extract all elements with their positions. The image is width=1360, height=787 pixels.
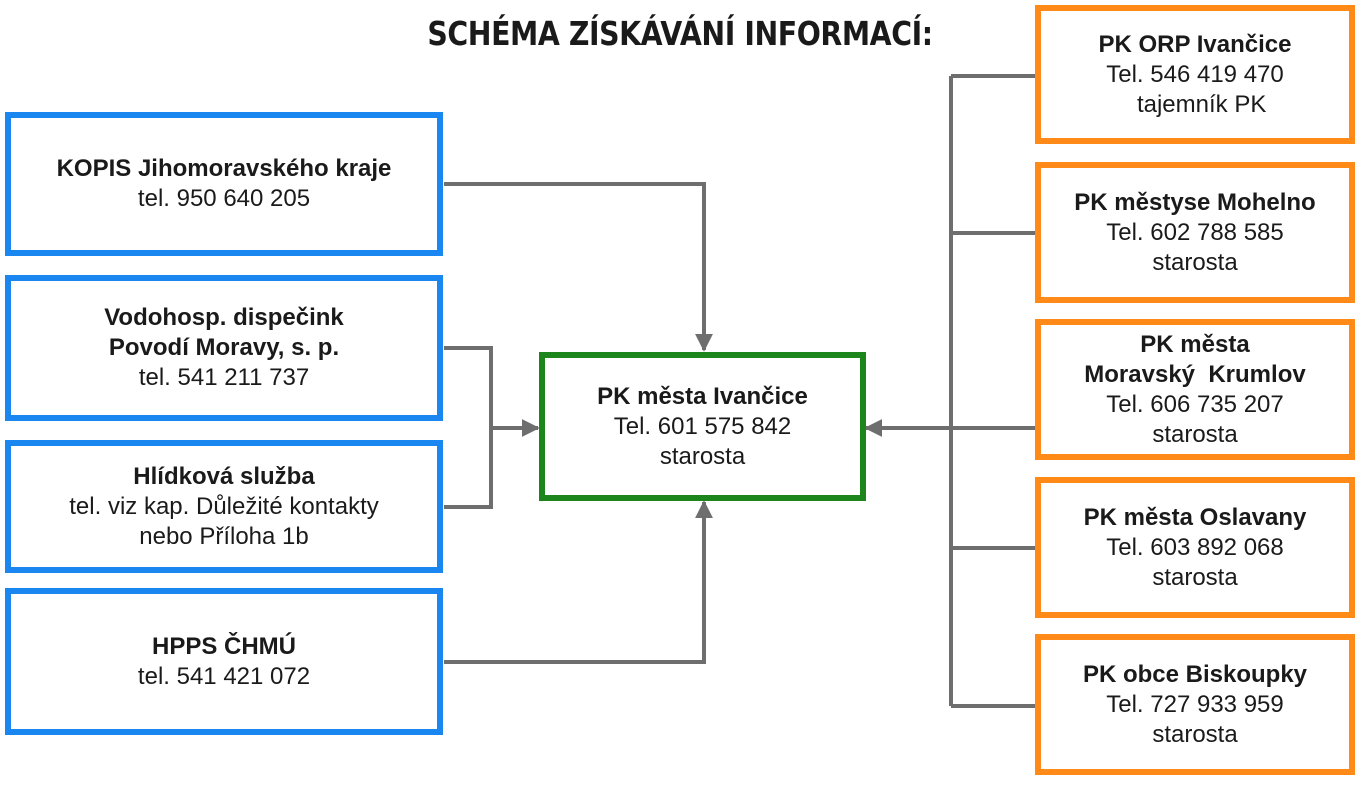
source-box-vodohosp: Vodohosp. dispečink Povodí Moravy, s. p.… — [5, 275, 443, 421]
box-line: tel. 541 421 072 — [137, 662, 311, 690]
diagram-title: SCHÉMA ZÍSKÁVÁNÍ INFORMACÍ: — [427, 14, 933, 53]
box-line: PK obce Biskoupky — [1082, 660, 1308, 688]
box-line: starosta — [1152, 420, 1238, 448]
box-line: Tel. 603 892 068 — [1106, 533, 1284, 561]
box-line: PK města Oslavany — [1083, 503, 1307, 531]
box-line: PK města — [1140, 330, 1250, 358]
connector-kopis — [444, 182, 713, 352]
box-line: KOPIS Jihomoravského kraje — [56, 155, 392, 182]
box-line: Tel. 606 735 207 — [1106, 390, 1284, 418]
box-line: tel. 541 211 737 — [138, 364, 310, 391]
box-line: starosta — [1152, 563, 1238, 591]
box-line: PK městyse Mohelno — [1074, 188, 1316, 216]
box-line: Tel. 602 788 585 — [1106, 218, 1284, 246]
source-box-hpps: HPPS ČHMÚ tel. 541 421 072 — [5, 588, 443, 735]
box-line: Tel. 727 933 959 — [1106, 690, 1284, 718]
box-line: Moravský Krumlov — [1084, 360, 1306, 388]
box-line: PK města Ivančice — [597, 382, 808, 410]
neighbor-box-krumlov: PK města Moravský Krumlov Tel. 606 735 2… — [1035, 319, 1355, 460]
box-line: Vodohosp. dispečink — [104, 304, 344, 331]
connector-hpps — [444, 500, 713, 664]
connector-bracket-left — [444, 346, 493, 509]
box-line: tel. viz kap. Důležité kontakty — [69, 492, 379, 520]
neighbor-box-biskoupky: PK obce Biskoupky Tel. 727 933 959 staro… — [1035, 634, 1355, 775]
neighbor-box-orp: PK ORP Ivančice Tel. 546 419 470 tajemní… — [1035, 5, 1355, 144]
box-line: Tel. 601 575 842 — [613, 412, 792, 440]
box-line: starosta — [1152, 720, 1238, 748]
neighbor-box-mohelno: PK městyse Mohelno Tel. 602 788 585 star… — [1035, 162, 1355, 303]
box-line: Povodí Moravy, s. p. — [108, 334, 340, 361]
neighbor-box-oslavany: PK města Oslavany Tel. 603 892 068 staro… — [1035, 477, 1355, 618]
box-line: HPPS ČHMÚ — [151, 632, 296, 660]
box-line: Tel. 546 419 470 — [1106, 60, 1284, 88]
box-line: tel. 950 640 205 — [137, 185, 311, 212]
box-line: starosta — [659, 442, 746, 470]
box-line: nebo Příloha 1b — [139, 522, 309, 550]
center-box-ivancice: PK města Ivančice Tel. 601 575 842 staro… — [539, 352, 866, 501]
source-box-kopis: KOPIS Jihomoravského kraje tel. 950 640 … — [5, 112, 443, 256]
box-line: PK ORP Ivančice — [1098, 30, 1292, 58]
box-line: Hlídková služba — [133, 462, 315, 490]
box-line: tajemník PK — [1123, 90, 1267, 118]
box-line: starosta — [1152, 248, 1238, 276]
source-box-hlidkova: Hlídková služba tel. viz kap. Důležité k… — [5, 440, 443, 573]
